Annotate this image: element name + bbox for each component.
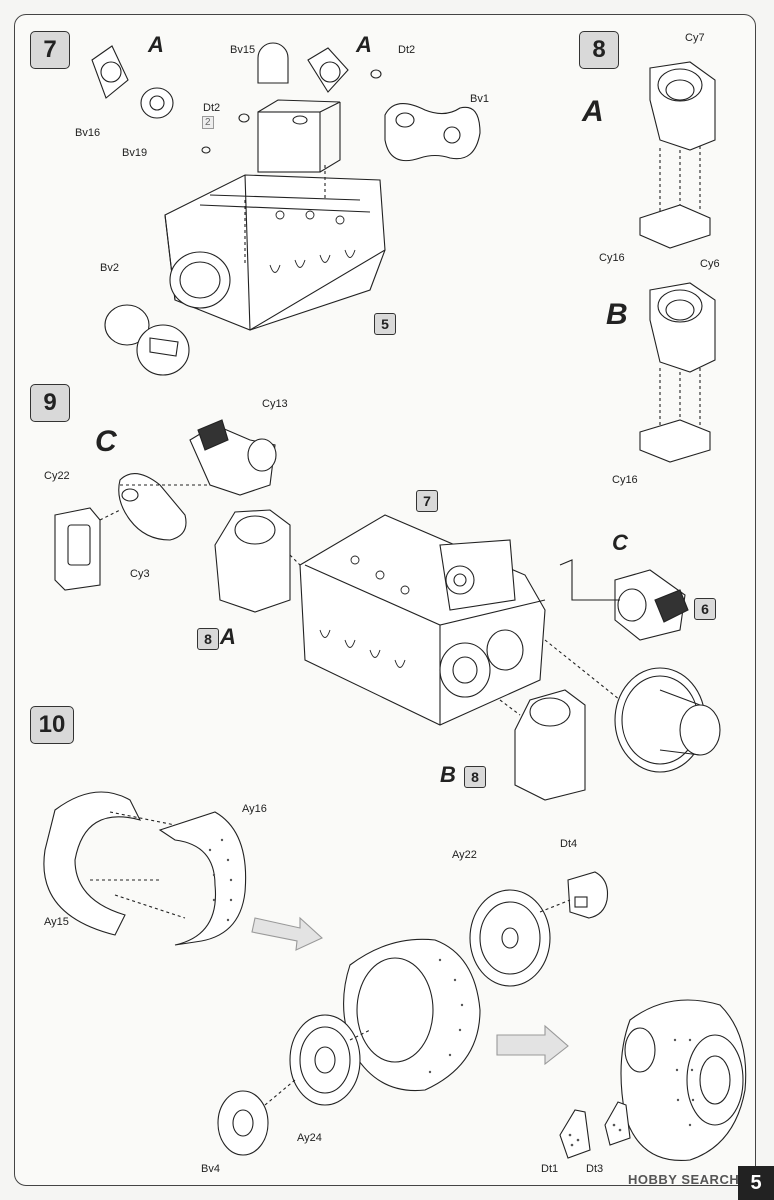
part-label-dt3: Dt3 bbox=[586, 1163, 604, 1175]
part-label-dt4: Dt4 bbox=[560, 838, 578, 850]
part-label-dt1: Dt1 bbox=[541, 1163, 559, 1175]
part-label-cy13: Cy13 bbox=[262, 398, 288, 410]
ref-step-8a-letter: A bbox=[220, 624, 236, 649]
dt2-quantity-badge: 2 bbox=[202, 116, 214, 129]
step9-variant-c-right: C bbox=[612, 530, 628, 555]
part-label-bv15: Bv15 bbox=[230, 44, 256, 56]
page-number: 5 bbox=[738, 1166, 774, 1200]
ref-part-5: 5 bbox=[374, 313, 396, 335]
part-label-cy6: Cy6 bbox=[700, 258, 720, 270]
step8-drawing bbox=[639, 61, 716, 463]
step7-variant-a-left: A bbox=[148, 32, 164, 57]
part-label-bv19: Bv19 bbox=[122, 147, 148, 159]
part-label-ay22: Ay22 bbox=[452, 849, 477, 861]
step10-drawing bbox=[43, 791, 747, 1161]
step7-drawing bbox=[91, 42, 481, 376]
part-label-cy3: Cy3 bbox=[130, 568, 150, 580]
step9-drawing bbox=[54, 419, 721, 801]
watermark: HOBBY SEARCH bbox=[628, 1172, 740, 1187]
ref-part-6: 6 bbox=[694, 598, 716, 620]
step-7-badge: 7 bbox=[30, 31, 70, 69]
part-label-cy7: Cy7 bbox=[685, 32, 705, 44]
part-label-dt2-top: Dt2 bbox=[398, 44, 416, 56]
part-label-cy22: Cy22 bbox=[44, 470, 70, 482]
part-label-ay16: Ay16 bbox=[242, 803, 267, 815]
ref-part-7: 7 bbox=[416, 490, 438, 512]
part-label-dt2-left: Dt2 bbox=[203, 102, 221, 114]
part-label-bv2: Bv2 bbox=[100, 262, 119, 274]
part-label-cy16-b: Cy16 bbox=[612, 474, 638, 486]
part-label-ay15: Ay15 bbox=[44, 916, 69, 928]
ref-step-8b: 8 bbox=[464, 766, 486, 788]
step8-variant-b: B bbox=[606, 298, 628, 331]
part-label-bv4: Bv4 bbox=[201, 1163, 220, 1175]
part-label-cy16-a: Cy16 bbox=[599, 252, 625, 264]
part-label-bv16: Bv16 bbox=[75, 127, 101, 139]
step8-variant-a: A bbox=[582, 95, 604, 128]
step7-variant-a-right: A bbox=[356, 32, 372, 57]
step-9-badge: 9 bbox=[30, 384, 70, 422]
step9-variant-c: C bbox=[95, 425, 117, 458]
part-label-bv1: Bv1 bbox=[470, 93, 489, 105]
step-10-badge: 10 bbox=[30, 706, 74, 744]
ref-step-8a: 8 bbox=[197, 628, 219, 650]
ref-step-8b-letter: B bbox=[440, 762, 456, 787]
step-8-badge: 8 bbox=[579, 31, 619, 69]
part-label-ay24: Ay24 bbox=[297, 1132, 322, 1144]
